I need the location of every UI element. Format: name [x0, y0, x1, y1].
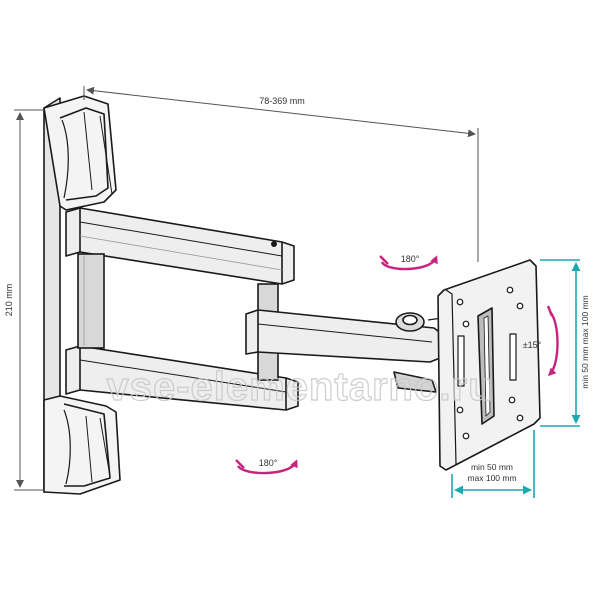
- pivot-posts: [77, 253, 279, 381]
- tilt-indicator: ±15°: [523, 305, 559, 377]
- upper-arm: [65, 207, 295, 285]
- tilt-arrow-icon: [547, 311, 559, 377]
- height-label: 210 mm: [4, 284, 14, 317]
- swivel-bottom-indicator: 180°: [235, 458, 298, 475]
- tv-plate: [437, 259, 541, 471]
- lower-arm: [65, 345, 299, 411]
- vesa-horizontal-dimension: [451, 430, 535, 498]
- height-dimension: [14, 109, 44, 491]
- width-label: 78-369 mm: [259, 96, 305, 106]
- watermark: vse-elementarno.ru: [106, 365, 493, 409]
- wall-plate: [43, 95, 121, 495]
- vesa-vertical-label: min 50 mm max 100 mm: [580, 295, 590, 389]
- swivel-top-indicator: 180°: [379, 254, 438, 271]
- rotation-arrow-icon: [236, 459, 298, 475]
- vesa-horizontal-max-label: max 100 mm: [467, 473, 516, 483]
- front-arm: [245, 309, 443, 393]
- swivel-top-label: 180°: [401, 254, 420, 264]
- tilt-label: ±15°: [523, 340, 542, 350]
- swivel-bottom-label: 180°: [259, 458, 278, 468]
- width-dimension: [83, 86, 479, 262]
- vesa-vertical-dimension: [540, 259, 581, 427]
- vesa-horizontal-min-label: min 50 mm: [471, 462, 513, 472]
- rotation-arrow-icon: [380, 255, 438, 271]
